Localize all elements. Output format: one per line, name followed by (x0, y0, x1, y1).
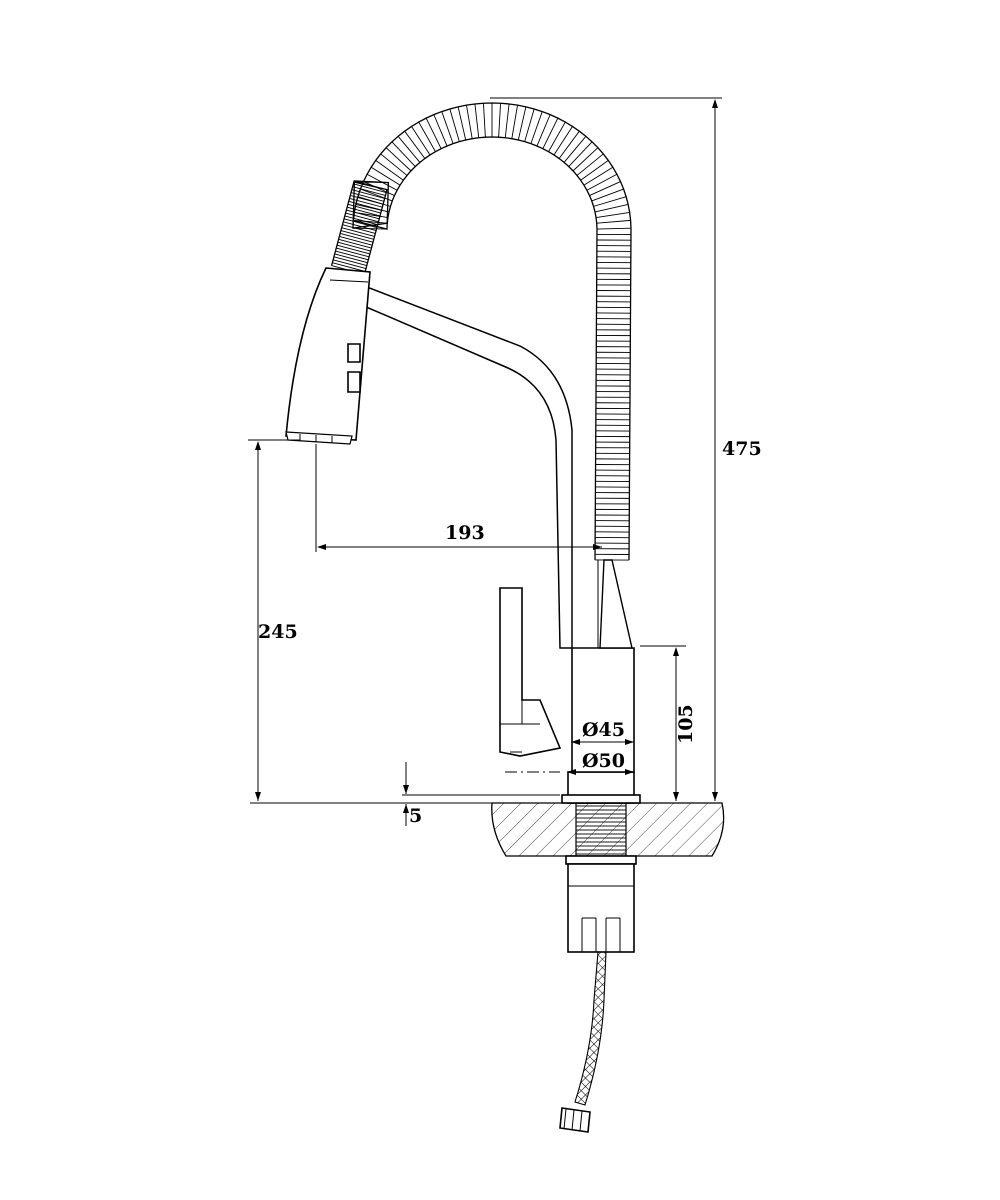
coil-rib (349, 197, 383, 208)
coil-rib (391, 141, 416, 167)
coil-rib (353, 183, 387, 193)
coil-rib (553, 126, 573, 156)
coil-rib (340, 230, 374, 240)
coil-rib (346, 209, 380, 220)
coil-rib (344, 215, 378, 226)
coil-rib (335, 250, 369, 261)
coil-rib (342, 224, 376, 234)
coil-rib (572, 147, 599, 172)
coil-rib (375, 160, 404, 181)
coil-rib (425, 117, 442, 149)
coil-rib (343, 218, 378, 229)
dimension-total-height: 475 (490, 97, 762, 801)
coil-rib (530, 111, 543, 144)
coil-rib (589, 181, 621, 196)
coil-rib (370, 166, 401, 186)
coil-rib (332, 262, 366, 272)
coil-rib (404, 130, 426, 159)
coil-rib (548, 121, 566, 152)
coil-rib (380, 153, 408, 176)
coil-rib (594, 204, 629, 213)
coil-rib (352, 186, 386, 196)
coil-rib (596, 219, 631, 224)
lever-handle (499, 587, 562, 757)
coil-rib (333, 256, 367, 267)
dimension-d45-label: Ø45 (582, 719, 625, 741)
coil-rib (357, 196, 391, 207)
dimension-spout-reach: 193 (315, 444, 602, 552)
dimension-body-height: 105 (640, 645, 697, 801)
coil-rib (504, 103, 510, 138)
coil-rib (355, 204, 390, 213)
dimension-diameter-50: Ø50 (567, 750, 634, 775)
coil-rib (339, 235, 373, 246)
coil-rib (336, 244, 370, 255)
coil-rib (498, 103, 502, 138)
coil-rib (568, 141, 593, 167)
coil-rib (457, 106, 467, 141)
coil-rib (596, 227, 631, 230)
flexible-coil (330, 102, 632, 561)
dimension-spout-height: 245 (248, 439, 300, 801)
spout-neck (349, 280, 633, 649)
coil-rib (360, 188, 393, 202)
coil-rib (336, 247, 370, 258)
coil-outline (352, 136, 598, 560)
coil-rib (576, 153, 604, 176)
coil-rib (337, 241, 371, 252)
coil-rib (558, 130, 580, 159)
coil-rib (397, 136, 421, 163)
coil-rib (333, 259, 367, 269)
coil-outline (330, 102, 632, 561)
coil-rib (536, 114, 551, 147)
faucet-base (561, 771, 641, 804)
coil-rib (563, 136, 587, 163)
coil-rib (334, 253, 368, 264)
coil-rib (524, 108, 535, 142)
coil-rib (433, 114, 448, 147)
coil-rib (441, 111, 454, 144)
countertop-section (250, 802, 725, 857)
coil-rib (341, 227, 375, 237)
coil-rib (338, 238, 372, 249)
coil-rib (347, 206, 381, 217)
dimension-d50-label: Ø50 (582, 750, 625, 772)
coil-rib (418, 121, 436, 152)
coil-rib (350, 192, 385, 202)
coil-rib (466, 105, 473, 139)
supply-hose (559, 951, 607, 1133)
coil-rib (580, 160, 609, 181)
coil-rib (593, 196, 627, 207)
mounting-shank (565, 802, 637, 953)
dimension-diameter-45: Ø45 (571, 719, 634, 745)
coil-rib (542, 117, 559, 149)
coil-rib (482, 103, 486, 138)
coil-rib (340, 233, 374, 243)
dimension-193-label: 193 (445, 522, 485, 544)
dimension-105-label: 105 (675, 704, 697, 744)
dimension-475-label: 475 (722, 438, 762, 460)
dimension-5-label: 5 (409, 805, 422, 827)
coil-rib (385, 147, 412, 172)
dimension-gap: 5 (402, 762, 560, 827)
coil-rib (474, 103, 480, 138)
dimension-245-label: 245 (258, 621, 298, 643)
coil-rib (353, 219, 388, 224)
coil-rib (595, 211, 630, 218)
coil-rib (353, 227, 388, 230)
coil-rib (449, 108, 460, 142)
coil-rib (363, 181, 395, 196)
spray-head (285, 267, 371, 445)
coil-rib (517, 106, 527, 141)
coil-rib (586, 173, 618, 191)
coil-rib (583, 166, 614, 186)
coil-rib (354, 211, 389, 218)
coil-rib (351, 189, 385, 199)
coil-rib (591, 188, 624, 202)
coil-rib (411, 126, 431, 156)
coil-rib (345, 212, 379, 223)
coil-rib (511, 105, 518, 139)
